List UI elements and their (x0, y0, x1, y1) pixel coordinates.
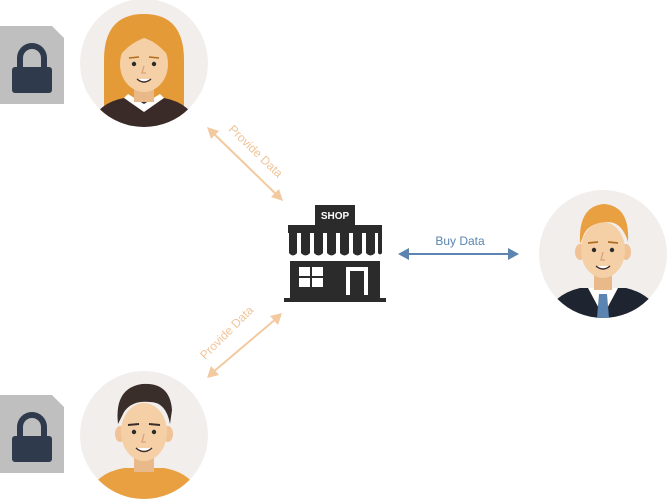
arrowhead (271, 189, 283, 201)
provide-data-label: Provide Data (226, 122, 286, 180)
shop-sign-text: SHOP (321, 211, 350, 222)
arrowhead (508, 248, 519, 260)
arrowhead (270, 313, 282, 325)
provide-data-edge-top: Provide Data (207, 122, 286, 201)
shop-sign-board (315, 205, 355, 225)
padlock-icon (12, 412, 52, 462)
arrowhead (398, 248, 409, 260)
padlock-icon (12, 43, 52, 93)
shop-awning (289, 233, 382, 256)
young-man-avatar (80, 371, 208, 499)
arrowhead (207, 366, 219, 378)
lock-card-bottom (0, 395, 64, 473)
woman-avatar (80, 0, 208, 127)
businessman-avatar (539, 190, 667, 318)
lock-card-top (0, 26, 64, 104)
buy-data-label: Buy Data (435, 234, 485, 248)
provide-data-label: Provide Data (197, 303, 256, 362)
buy-data-edge: Buy Data (398, 234, 519, 260)
storefront-icon: SHOP (284, 205, 386, 302)
provide-data-edge-bottom: Provide Data (197, 303, 282, 378)
arrowhead (207, 127, 219, 139)
